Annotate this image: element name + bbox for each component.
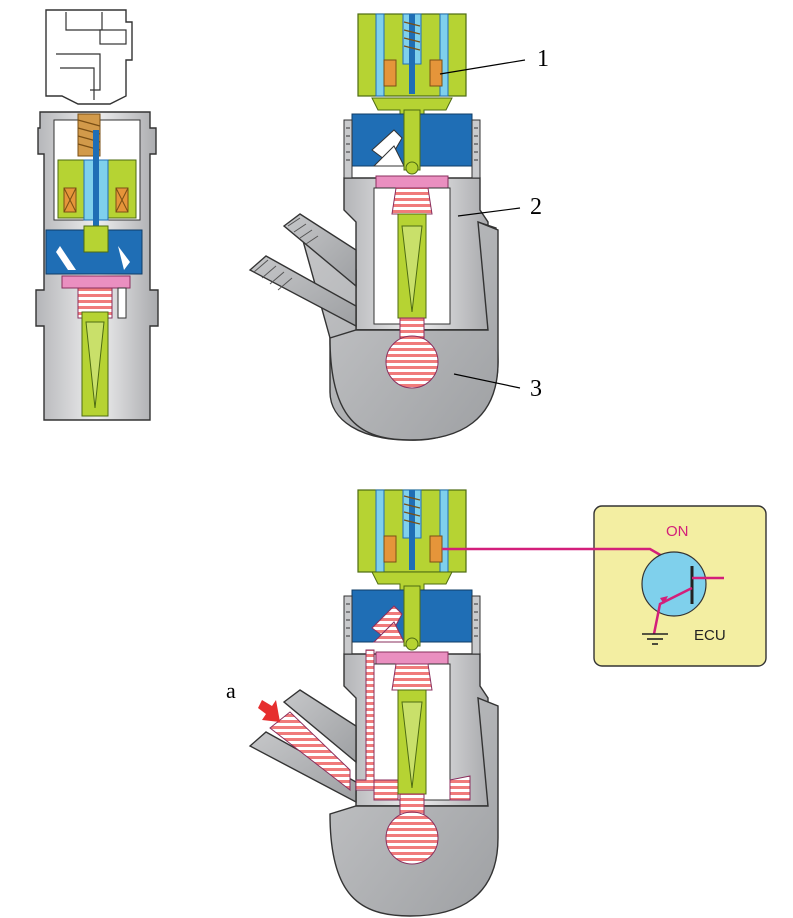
callout-1: 1	[537, 46, 549, 72]
fuel-ball-chamber	[385, 335, 439, 389]
flow-arrow-icon	[258, 700, 280, 722]
connector-housing	[45, 9, 133, 105]
injector-full-section	[35, 9, 159, 421]
injector-detail-open	[248, 489, 499, 917]
callout-2: 2	[530, 194, 542, 220]
transistor-icon	[641, 551, 707, 617]
ecu-panel: ON ECU	[442, 505, 767, 667]
ground-icon	[642, 633, 668, 645]
ecu-state-label: ON	[666, 523, 689, 540]
flow-arrow-label: a	[226, 678, 236, 703]
injector-detail-closed: 1 2 3	[248, 13, 549, 441]
ecu-unit-label: ECU	[694, 627, 726, 644]
return-port	[282, 213, 357, 288]
return-flow-arrow: a	[226, 678, 280, 722]
callout-3: 3	[530, 376, 542, 402]
return-passage-fuel	[269, 711, 351, 792]
